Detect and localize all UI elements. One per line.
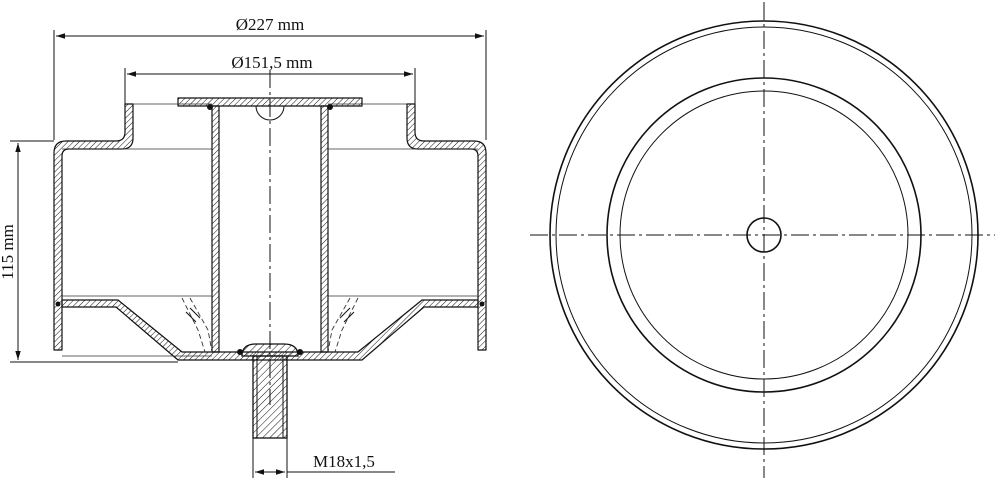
bolt-head <box>241 343 299 357</box>
outer-rim-inner-circle <box>555 26 973 444</box>
hidden-deflector <box>327 297 351 353</box>
deflector-mark <box>185 307 201 323</box>
height-label: 115 mm <box>0 224 17 280</box>
tube-right-wall <box>320 105 329 353</box>
weld-bead <box>207 104 213 110</box>
inner-diameter-label: Ø151,5 mm <box>231 53 312 72</box>
housing-left-wall <box>53 103 134 351</box>
inner-collar-circle <box>606 77 922 393</box>
deflector-mark <box>339 307 355 323</box>
hidden-deflector <box>334 297 359 353</box>
hidden-deflector <box>189 297 213 353</box>
housing-right-wall <box>406 103 487 351</box>
inner-collar-inner-circle <box>619 90 909 380</box>
weld-bead <box>55 301 61 307</box>
weld-bead <box>327 104 333 110</box>
vent-arc <box>255 105 285 121</box>
bolt-shank <box>252 355 288 439</box>
weld-bead <box>479 301 485 307</box>
weld-bead <box>237 349 243 355</box>
section-view: Ø227 mm Ø151,5 mm 115 mm M18x1,5 <box>0 15 487 478</box>
outer-rim-circle <box>549 20 979 450</box>
outer-diameter-label: Ø227 mm <box>236 15 304 34</box>
plan-view <box>530 2 995 478</box>
hidden-deflector <box>181 297 206 353</box>
thread-label: M18x1,5 <box>313 452 375 471</box>
cone-floor <box>61 299 479 361</box>
top-plate <box>177 97 363 107</box>
center-tube-circle <box>746 217 782 253</box>
weld-bead <box>297 349 303 355</box>
tube-left-wall <box>211 105 220 353</box>
